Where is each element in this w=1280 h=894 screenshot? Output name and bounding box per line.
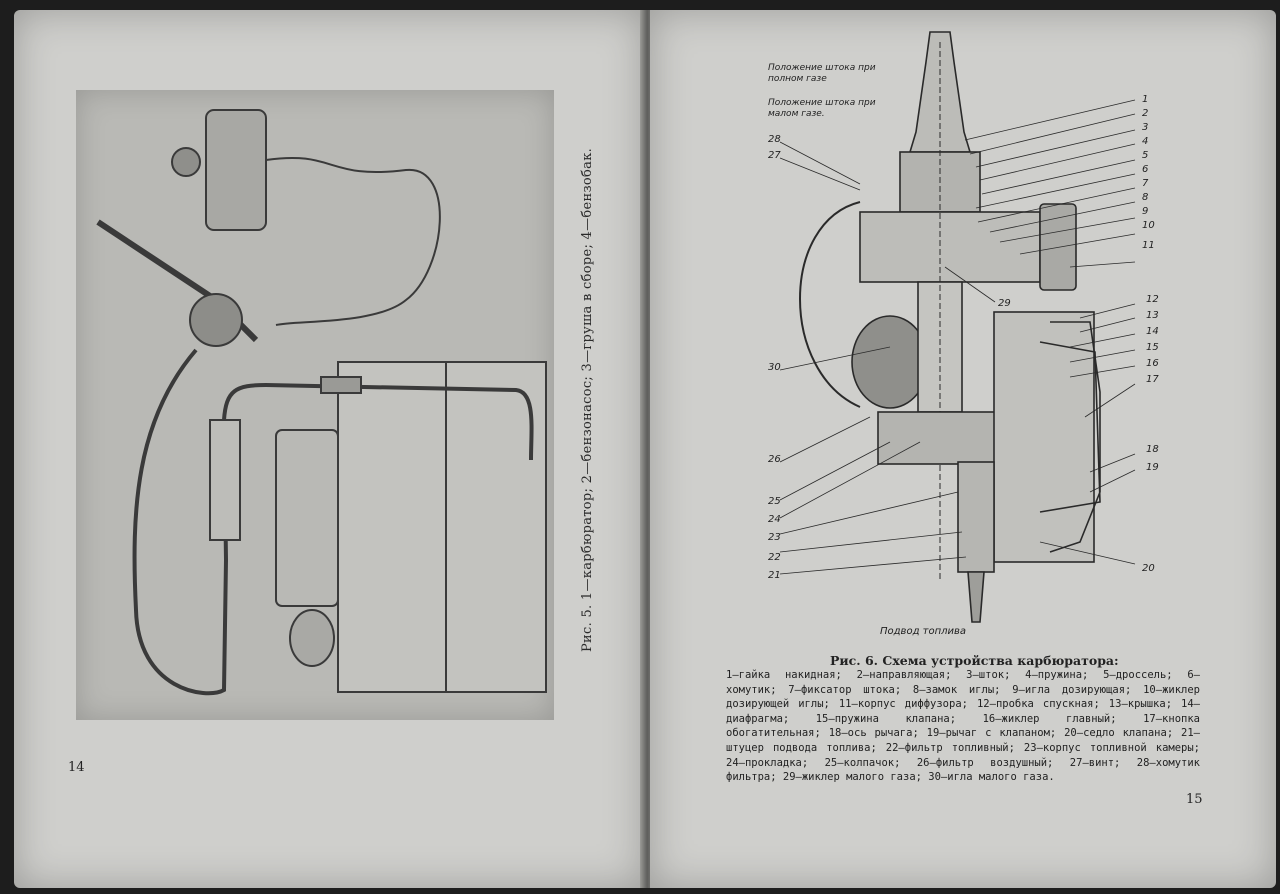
callout-15: 15 — [1146, 342, 1159, 353]
figure-5-photo — [76, 90, 554, 720]
callout-26: 26 — [768, 454, 781, 465]
callout-9: 9 — [1142, 206, 1149, 217]
callout-22: 22 — [768, 552, 781, 563]
tank-shape — [337, 361, 547, 693]
callout-12: 12 — [1146, 294, 1159, 305]
callout-2: 2 — [1142, 108, 1149, 119]
callout-28: 28 — [768, 134, 781, 145]
figure-5-caption: Рис. 5. 1—карбюратор; 2—бензонасос; 3—гр… — [580, 147, 595, 652]
callout-1: 1 — [1142, 94, 1149, 105]
figure-6-drawing — [740, 22, 1210, 647]
page-number-right: 15 — [1186, 792, 1203, 807]
label-low-gas: Положение штока при малом газе. — [768, 98, 876, 119]
callout-25: 25 — [768, 496, 781, 507]
callout-4: 4 — [1142, 136, 1149, 147]
label-fuel-supply: Подвод топлива — [880, 626, 967, 637]
carburetor-diagram — [779, 31, 1136, 623]
callout-29: 29 — [998, 298, 1011, 309]
callout-8: 8 — [1142, 192, 1149, 203]
callout-7: 7 — [1142, 178, 1149, 189]
callout-17: 17 — [1146, 374, 1159, 385]
callout-10: 10 — [1142, 220, 1155, 231]
callout-19: 19 — [1146, 462, 1159, 473]
callout-14: 14 — [1146, 326, 1159, 337]
fuel-system-illustration — [96, 109, 547, 696]
callout-21: 21 — [768, 570, 781, 581]
callout-18: 18 — [1146, 444, 1159, 455]
callout-24: 24 — [768, 514, 781, 525]
callout-30: 30 — [768, 362, 781, 373]
callout-20: 20 — [1142, 563, 1155, 574]
callout-11: 11 — [1142, 240, 1155, 251]
callout-23: 23 — [768, 532, 781, 543]
figure-6-legend: 1—гайка накидная; 2—направляющая; 3—шток… — [726, 669, 1200, 784]
callout-16: 16 — [1146, 358, 1159, 369]
figure-6-title: Рис. 6. Схема устройства карбюратора: — [830, 653, 1119, 668]
label-full-gas: Положение штока при полном газе — [768, 63, 876, 84]
callout-5: 5 — [1142, 150, 1149, 161]
callout-13: 13 — [1146, 310, 1159, 321]
callout-27: 27 — [768, 150, 781, 161]
callout-6: 6 — [1142, 164, 1149, 175]
callout-3: 3 — [1142, 122, 1149, 133]
page-number-left: 14 — [68, 760, 85, 775]
